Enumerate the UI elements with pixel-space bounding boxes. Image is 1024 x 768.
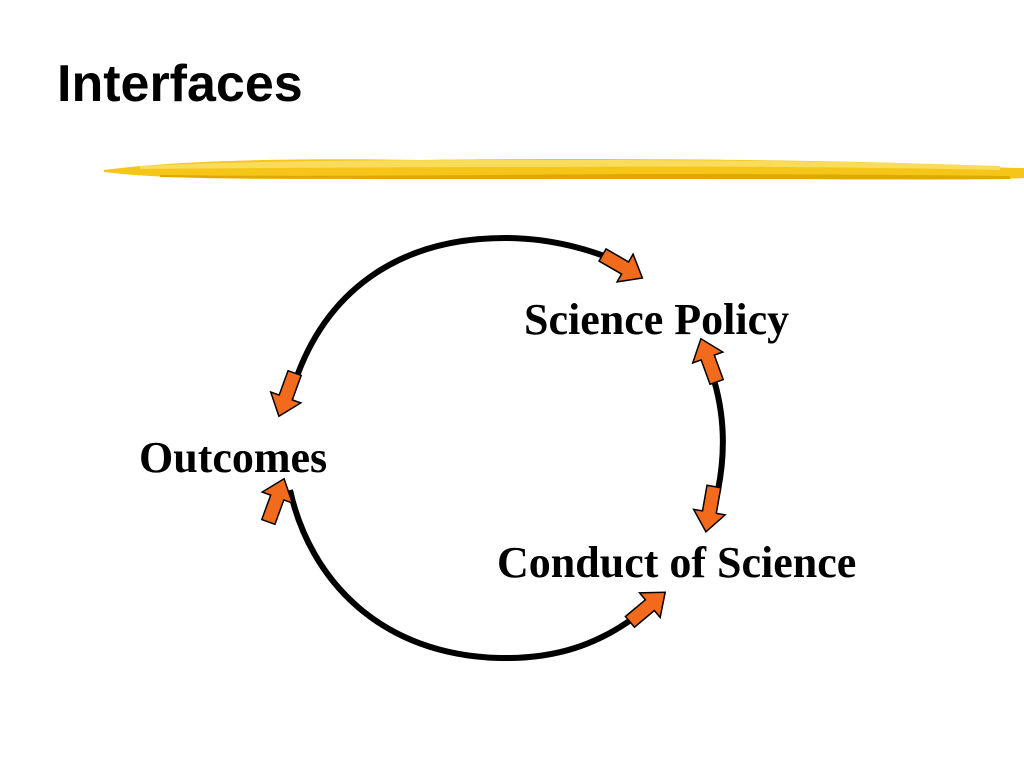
node-outcomes: Outcomes (139, 433, 328, 482)
edge-conduct-outcomes (287, 489, 652, 662)
slide-title: Interfaces (57, 55, 303, 113)
arrow-to-science-policy-bottom (691, 337, 725, 386)
node-conduct-of-science: Conduct of Science (497, 538, 857, 587)
arrow-to-outcomes-bottom (260, 477, 294, 526)
node-science-policy: Science Policy (524, 295, 790, 344)
brush-stroke-highlight (140, 160, 1000, 170)
arrow-to-outcomes-top (269, 369, 303, 418)
arrow-to-science-policy-left (598, 247, 644, 283)
edge-outcomes-science-policy (287, 234, 634, 399)
brush-stroke-shadow (160, 174, 1010, 180)
arrow-to-conduct-top (692, 484, 727, 534)
arrow-to-conduct-left (624, 591, 667, 629)
